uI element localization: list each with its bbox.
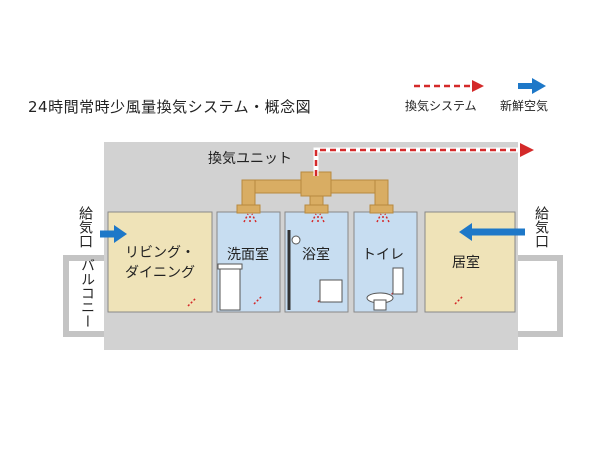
duct-network: [236, 171, 394, 214]
left-fresh-air-head: [114, 225, 127, 243]
washroom-fixture: [217, 263, 243, 311]
room-living-label: リビング・ ダイニング: [118, 244, 202, 283]
room-bedroom-label: 居室: [452, 255, 480, 271]
right-inlet-label: 給気口: [533, 206, 549, 248]
left-inlet-label: 給気口: [77, 206, 93, 248]
legend-fresh-air-label: 新鮮空気: [500, 99, 549, 113]
right-outline: [518, 255, 563, 337]
room-washroom-label: 洗面室: [227, 247, 269, 263]
room-toilet-label: トイレ: [362, 247, 404, 263]
room-living: [107, 211, 213, 313]
legend-ventilation-label: 換気システム: [405, 99, 477, 113]
right-fresh-air-head: [459, 223, 472, 241]
room-living-label-line2: ダイニング: [125, 264, 195, 281]
diagram-title: 24時間常時少風量換気システム・概念図: [28, 98, 312, 116]
room-bathroom-label: 浴室: [302, 247, 330, 263]
legend-ventilation-arrow: [472, 80, 484, 92]
exhaust-arrow-head: [520, 143, 534, 157]
toilet-fixture: [366, 267, 404, 311]
balcony-label: バルコニー: [79, 258, 95, 328]
room-living-label-line1: リビング・: [125, 245, 195, 261]
bathroom-fixture: [287, 230, 343, 310]
balcony-outline: [63, 255, 104, 337]
unit-label: 換気ユニット: [208, 151, 292, 167]
legend-fresh-arrow: [532, 78, 546, 94]
exhaust-line-dashed: [314, 148, 522, 176]
